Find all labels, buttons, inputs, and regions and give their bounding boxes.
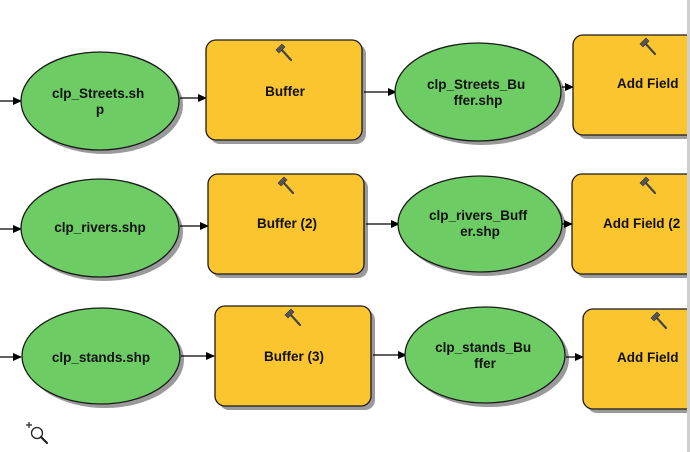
node-shape xyxy=(394,42,562,142)
workflow-row-2: clp_rivers.shp Buffer (2) clp_rivers_Buf… xyxy=(0,173,690,281)
svg-text:Add Field (2: Add Field (2 xyxy=(603,216,680,231)
hammer-icon xyxy=(277,176,295,195)
node-shape xyxy=(582,308,690,410)
node-label-line: Buffer (2) xyxy=(257,216,317,231)
svg-text:clp_rivers.shp: clp_rivers.shp xyxy=(54,220,146,235)
hammer-icon xyxy=(275,43,293,62)
node-label-line: clp_rivers.shp xyxy=(54,220,146,235)
tool-node[interactable]: Add Field xyxy=(572,34,690,139)
input-data-node[interactable]: clp_Streets.sh p xyxy=(20,51,183,154)
svg-text:Add Field: Add Field xyxy=(617,350,679,365)
node-label-line: Add Field xyxy=(617,350,679,365)
node-shape xyxy=(572,34,690,136)
hammer-icon xyxy=(639,176,657,195)
node-shape xyxy=(21,307,181,405)
node-label-line: clp_Streets_Bu xyxy=(427,77,525,92)
node-shape xyxy=(214,305,372,407)
node-label-line: clp_rivers_Buff xyxy=(429,208,528,223)
output-data-node[interactable]: clp_rivers_Buff er.shp xyxy=(397,175,566,276)
node-label-line: Add Field xyxy=(617,76,679,91)
svg-text:Buffer (3): Buffer (3) xyxy=(264,349,324,364)
input-data-node[interactable]: clp_stands.shp xyxy=(21,307,184,408)
tool-node[interactable]: Add Field (2 xyxy=(571,173,690,278)
node-shape xyxy=(20,51,180,151)
svg-text:Buffer: Buffer xyxy=(265,84,305,99)
tool-node[interactable]: Add Field xyxy=(582,308,690,413)
node-label-line: Buffer (3) xyxy=(264,349,324,364)
svg-text:clp_Streets.sh p: clp_Streets.sh p xyxy=(52,86,148,117)
node-label-line: er.shp xyxy=(460,224,500,239)
vertical-scrollbar[interactable] xyxy=(687,0,690,452)
node-label-line: Buffer xyxy=(265,84,305,99)
svg-text:clp_rivers_Buff er.shp: clp_rivers_Buff er.shp xyxy=(429,208,531,239)
svg-text:clp_Streets_Bu ffer.sh: clp_Streets_Bu ffer.shp xyxy=(427,77,529,108)
node-label-line: clp_Streets.sh xyxy=(52,86,144,101)
svg-text:clp_stands_Bu ffer: clp_stands_Bu ffer xyxy=(435,340,535,371)
node-shape xyxy=(205,39,363,141)
input-data-node[interactable]: clp_rivers.shp xyxy=(20,178,183,281)
hammer-icon xyxy=(639,37,657,56)
tool-node[interactable]: Buffer (3) xyxy=(214,305,375,410)
svg-text:clp_stands.shp: clp_stands.shp xyxy=(52,350,150,365)
svg-text:Buffer (2): Buffer (2) xyxy=(257,216,317,231)
node-label-line: clp_stands.shp xyxy=(52,350,150,365)
node-shape xyxy=(404,306,566,404)
node-label-line: p xyxy=(96,102,104,117)
node-label-line: clp_stands_Bu xyxy=(435,340,531,355)
node-shape xyxy=(20,178,180,278)
tool-node[interactable]: Buffer xyxy=(205,39,366,144)
zoom-in-cursor-icon xyxy=(26,422,49,445)
svg-text:Add Field: Add Field xyxy=(617,76,679,91)
hammer-icon xyxy=(284,308,302,327)
tool-node[interactable]: Buffer (2) xyxy=(207,173,368,278)
workflow-row-1: clp_Streets.sh p Buffer clp_Streets_Bu f… xyxy=(0,34,690,154)
node-label-line: ffer.shp xyxy=(454,93,503,108)
output-data-node[interactable]: clp_Streets_Bu ffer.shp xyxy=(394,42,565,145)
node-label-line: ffer xyxy=(474,356,496,371)
node-shape xyxy=(207,173,365,275)
output-data-node[interactable]: clp_stands_Bu ffer xyxy=(404,306,569,407)
workflow-row-3: clp_stands.shp Buffer (3) clp_stands_Bu … xyxy=(0,305,690,413)
node-shape xyxy=(571,173,690,275)
node-label-line: Add Field (2 xyxy=(603,216,680,231)
hammer-icon xyxy=(650,311,668,330)
